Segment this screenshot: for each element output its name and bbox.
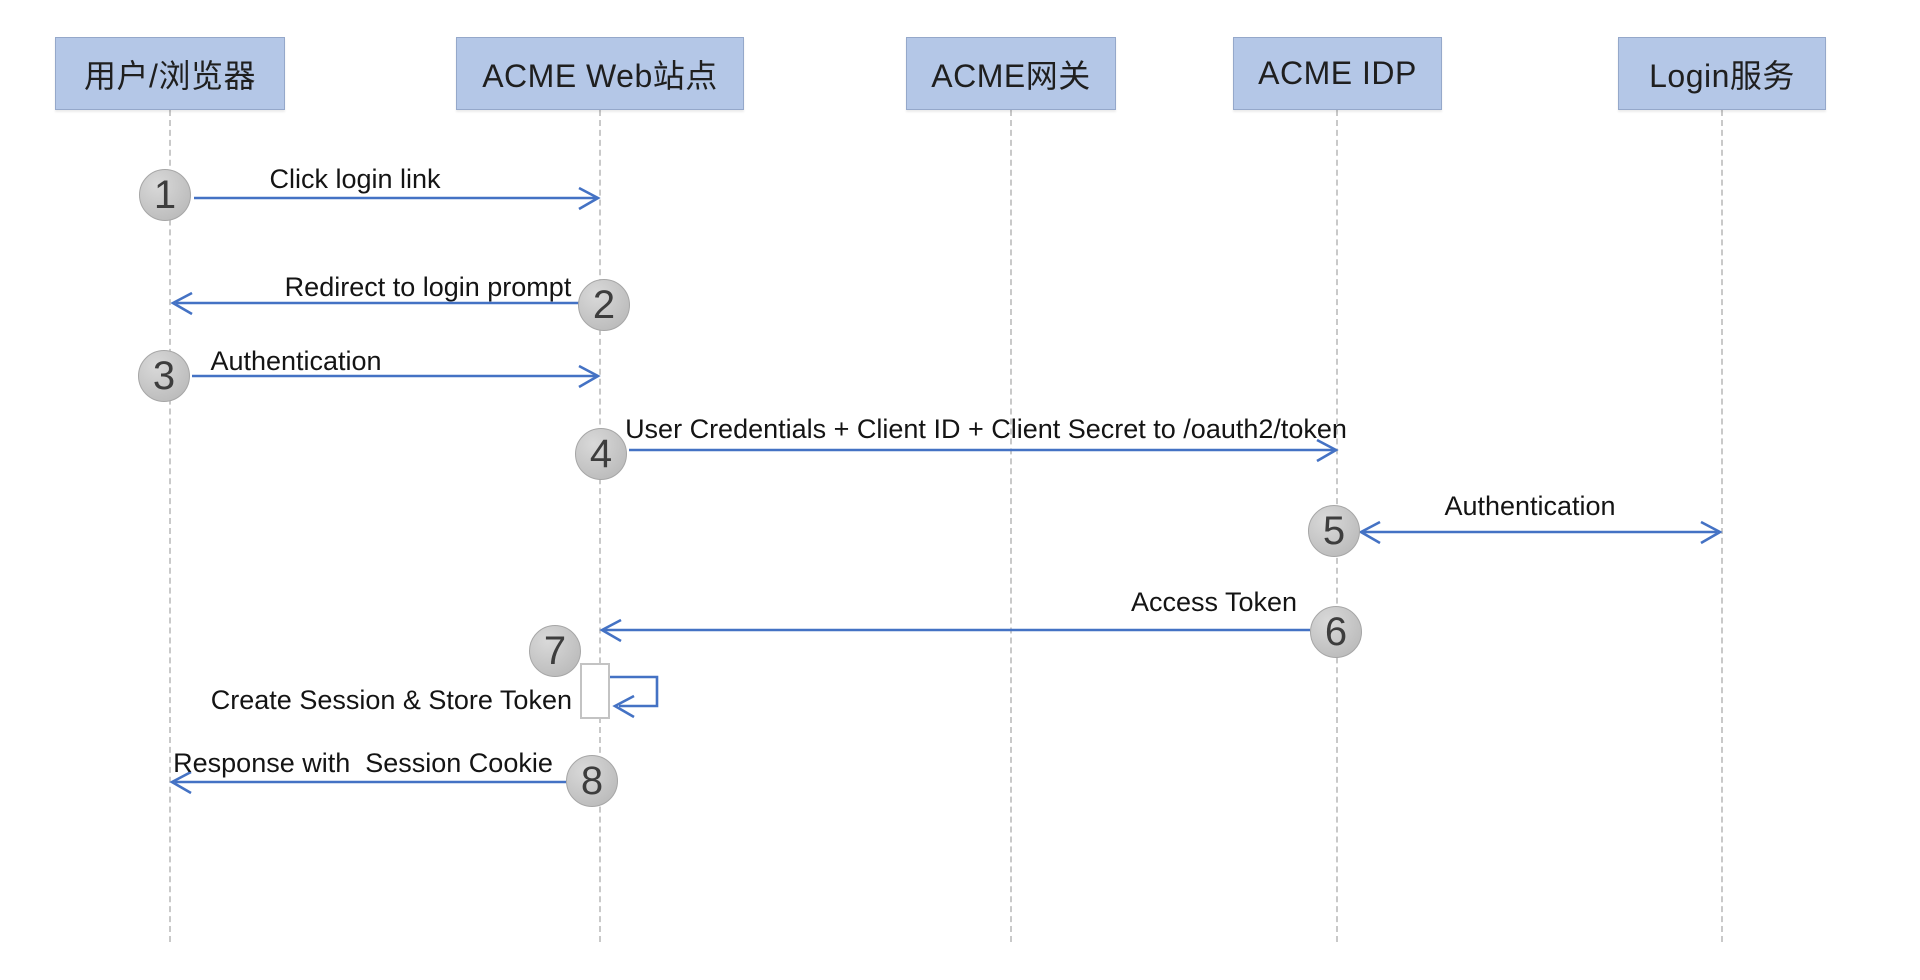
actor-box-user-browser: 用户/浏览器 (55, 37, 285, 110)
actor-box-login-service: Login服务 (1618, 37, 1826, 110)
step-2-badge: 2 (578, 279, 630, 331)
message-1-label: Click login link (269, 164, 441, 194)
message-6-arrow (599, 618, 1310, 643)
message-3-label: Authentication (210, 346, 382, 376)
message-5-label: Authentication (1444, 491, 1616, 521)
actor-box-acme-web: ACME Web站点 (456, 37, 744, 110)
step-3-badge: 3 (138, 350, 190, 402)
actor-box-acme-idp: ACME IDP (1233, 37, 1442, 110)
step-1-badge: 1 (139, 169, 191, 221)
step-8-badge: 8 (566, 755, 618, 807)
step-6-badge: 6 (1310, 606, 1362, 658)
activation-box (580, 663, 610, 719)
step-7-badge: 7 (529, 625, 581, 677)
actor-label-login-service: Login服务 (1649, 57, 1795, 94)
step-4-badge: 4 (575, 428, 627, 480)
actor-box-acme-gateway: ACME网关 (906, 37, 1116, 110)
message-8-label: Response with Session Cookie (173, 748, 553, 778)
actor-label-acme-web: ACME Web站点 (482, 57, 718, 94)
actor-label-user-browser: 用户/浏览器 (84, 57, 256, 94)
actor-label-acme-gateway: ACME网关 (931, 57, 1091, 94)
message-2-label: Redirect to login prompt (284, 272, 572, 302)
step-5-badge: 5 (1308, 505, 1360, 557)
message-6-label: Access Token (1130, 587, 1298, 617)
actor-label-acme-idp: ACME IDP (1258, 55, 1417, 91)
message-5-arrow (1358, 520, 1723, 545)
lifeline-acme-gateway (1010, 110, 1012, 942)
message-7-label: Create Session & Store Token (210, 685, 572, 715)
lifeline-user-browser (169, 110, 171, 942)
lifeline-acme-web (599, 110, 601, 942)
message-4-label: User Credentials + Client ID + Client Se… (625, 414, 1347, 444)
lifeline-login-service (1721, 110, 1723, 942)
message-7-self-loop-arrow (610, 675, 659, 719)
